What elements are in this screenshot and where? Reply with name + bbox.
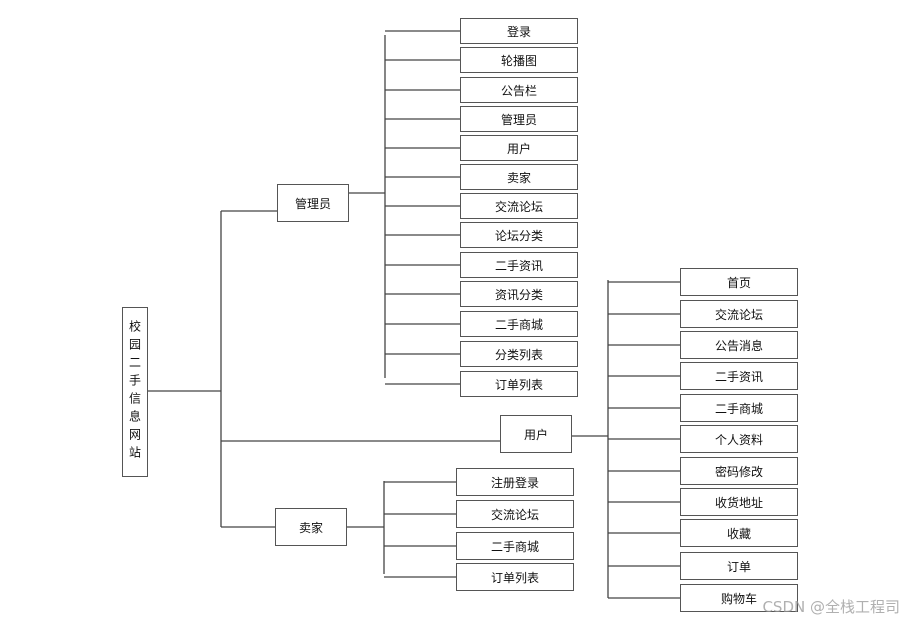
role-admin: 管理员 [277,184,349,222]
admin-module: 二手资讯 [460,252,578,278]
admin-module: 二手商城 [460,311,578,337]
admin-module: 登录 [460,18,578,44]
user-module: 购物车 [680,584,798,612]
user-module: 个人资料 [680,425,798,453]
admin-module: 交流论坛 [460,193,578,219]
admin-module: 订单列表 [460,371,578,397]
seller-module: 交流论坛 [456,500,574,528]
user-module: 二手商城 [680,394,798,422]
admin-module: 公告栏 [460,77,578,103]
admin-module: 轮播图 [460,47,578,73]
user-module: 二手资讯 [680,362,798,390]
root-node: 校园二手信息网站 [122,307,148,477]
admin-module: 资讯分类 [460,281,578,307]
admin-module: 卖家 [460,164,578,190]
user-module: 交流论坛 [680,300,798,328]
role-user: 用户 [500,415,572,453]
user-module: 首页 [680,268,798,296]
user-module: 订单 [680,552,798,580]
watermark: CSDN @全栈工程司 [762,598,900,616]
seller-module: 二手商城 [456,532,574,560]
admin-module: 论坛分类 [460,222,578,248]
admin-module: 用户 [460,135,578,161]
role-seller: 卖家 [275,508,347,546]
admin-module: 分类列表 [460,341,578,367]
user-module: 收藏 [680,519,798,547]
admin-module: 管理员 [460,106,578,132]
user-module: 密码修改 [680,457,798,485]
user-module: 收货地址 [680,488,798,516]
seller-module: 订单列表 [456,563,574,591]
seller-module: 注册登录 [456,468,574,496]
user-module: 公告消息 [680,331,798,359]
